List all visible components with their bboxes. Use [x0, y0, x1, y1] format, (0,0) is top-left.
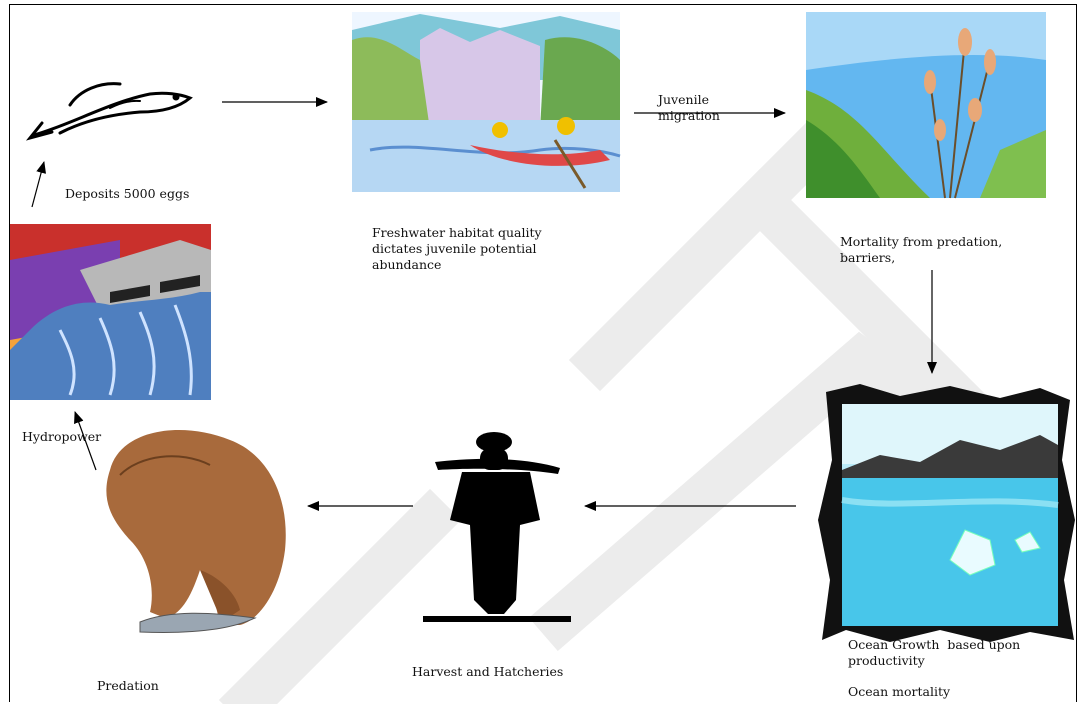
mortality-label: Mortality from predation, barriers,: [840, 234, 1003, 265]
ocean-growth-label: Ocean Growth based upon productivity: [848, 637, 1021, 668]
freshwater-label: Freshwater habitat quality dictates juve…: [372, 225, 542, 272]
hydropower-label: Hydropower: [22, 429, 102, 444]
bear-icon: [106, 430, 286, 633]
estuary-reeds-icon: [806, 12, 1046, 199]
ocean-iceberg-icon: [818, 384, 1075, 642]
juvenile-migration-label: Juvenile migration: [658, 92, 720, 123]
arrows: [31, 97, 937, 511]
predation-label: Predation: [97, 678, 159, 693]
fisherman-icon: [423, 432, 571, 622]
ocean-mortality-label: Ocean mortality: [848, 684, 951, 699]
dam-icon: [10, 224, 211, 400]
arrow-dam-to-salmon: [31, 161, 46, 208]
arrow-bear-to-dam: [74, 411, 97, 471]
diagram-frame: [9, 4, 1077, 702]
deposits-label: Deposits 5000 eggs: [65, 186, 190, 201]
salmon-icon: [25, 82, 193, 141]
river-canoe-icon: [352, 12, 621, 192]
harvest-label: Harvest and Hatcheries: [412, 664, 564, 679]
